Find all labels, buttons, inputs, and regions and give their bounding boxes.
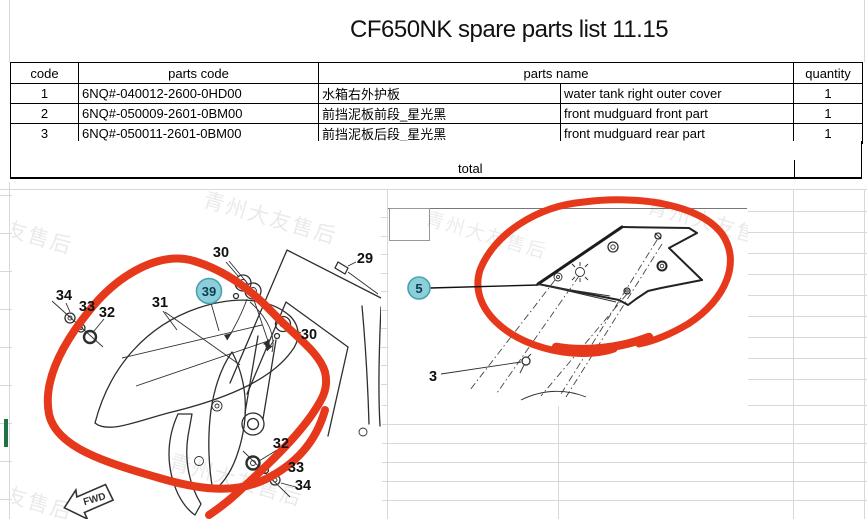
fwd-arrow: FWD bbox=[63, 483, 115, 519]
cell-name-en[interactable]: front mudguard front part bbox=[559, 103, 795, 124]
header-parts-code[interactable]: parts code bbox=[78, 62, 319, 84]
cell-code[interactable]: 1 bbox=[10, 83, 79, 104]
header-code[interactable]: code bbox=[10, 62, 79, 84]
cell-quantity[interactable]: 1 bbox=[793, 103, 864, 124]
corner-frame-box bbox=[389, 208, 430, 241]
part-label-34: 34 bbox=[56, 288, 72, 304]
part-label-32: 32 bbox=[99, 305, 115, 321]
table-row: 1 6NQ#-040012-2600-0HD00 水箱右外护板 water ta… bbox=[10, 83, 864, 104]
diagram-background bbox=[388, 191, 748, 406]
header-quantity[interactable]: quantity bbox=[793, 62, 864, 84]
part-label-33b: 33 bbox=[288, 460, 304, 476]
total-label: total bbox=[458, 161, 483, 176]
selected-cell-edge bbox=[4, 419, 8, 447]
page-title: CF650NK spare parts list 11.15 bbox=[350, 16, 669, 43]
part-label-29: 29 bbox=[357, 251, 373, 267]
header-parts-name[interactable]: parts name bbox=[317, 62, 795, 84]
red-annotation-circle-left bbox=[43, 254, 331, 519]
part-badge-39: 39 bbox=[195, 277, 223, 305]
cover-line-art bbox=[440, 225, 703, 401]
part-label-34b: 34 bbox=[295, 478, 311, 494]
total-row[interactable]: total bbox=[10, 141, 862, 179]
cell-name-en[interactable]: water tank right outer cover bbox=[559, 83, 795, 104]
part-label-33: 33 bbox=[79, 299, 95, 315]
part-labels: 34 33 32 31 30 29 30 32 33 34 bbox=[56, 245, 373, 494]
cell-name-cn[interactable]: 前挡泥板后段_星光黑 bbox=[318, 123, 561, 144]
water-tank-cover-diagram[interactable]: 青州大友售后 青州大友售后 bbox=[388, 191, 748, 406]
table-row: 2 6NQ#-050009-2601-0BM00 前挡泥板前段_星光黑 fron… bbox=[10, 103, 864, 124]
part-label-32b: 32 bbox=[273, 436, 289, 452]
cell-name-cn[interactable]: 水箱右外护板 bbox=[318, 83, 561, 104]
cell-name-cn[interactable]: 前挡泥板前段_星光黑 bbox=[318, 103, 561, 124]
cell-quantity[interactable]: 1 bbox=[793, 83, 864, 104]
total-column-divider bbox=[794, 160, 795, 177]
front-mudguard-diagram[interactable]: 青州大友售后 青州大友售后 青州大友售后 青州大友售后 bbox=[12, 191, 381, 519]
cell-parts-code[interactable]: 6NQ#-050009-2601-0BM00 bbox=[78, 103, 319, 124]
part-badge-5: 5 bbox=[407, 276, 539, 300]
parts-table: code parts code parts name quantity 1 6N… bbox=[10, 62, 864, 144]
svg-text:39: 39 bbox=[202, 284, 216, 299]
part-label-3: 3 bbox=[429, 369, 437, 385]
spring-clip-icon bbox=[553, 262, 589, 282]
table-row: 3 6NQ#-050011-2601-0BM00 前挡泥板后段_星光黑 fron… bbox=[10, 123, 864, 144]
svg-text:5: 5 bbox=[415, 281, 422, 296]
cell-parts-code[interactable]: 6NQ#-040012-2600-0HD00 bbox=[78, 83, 319, 104]
cell-parts-code[interactable]: 6NQ#-050011-2601-0BM00 bbox=[78, 123, 319, 144]
cell-code[interactable]: 2 bbox=[10, 103, 79, 124]
part-label-30b: 30 bbox=[301, 327, 317, 343]
header-row: code parts code parts name quantity bbox=[10, 62, 864, 84]
part-label-31: 31 bbox=[152, 295, 168, 311]
red-annotation-circle-right bbox=[474, 196, 734, 357]
part-label-30: 30 bbox=[213, 245, 229, 261]
